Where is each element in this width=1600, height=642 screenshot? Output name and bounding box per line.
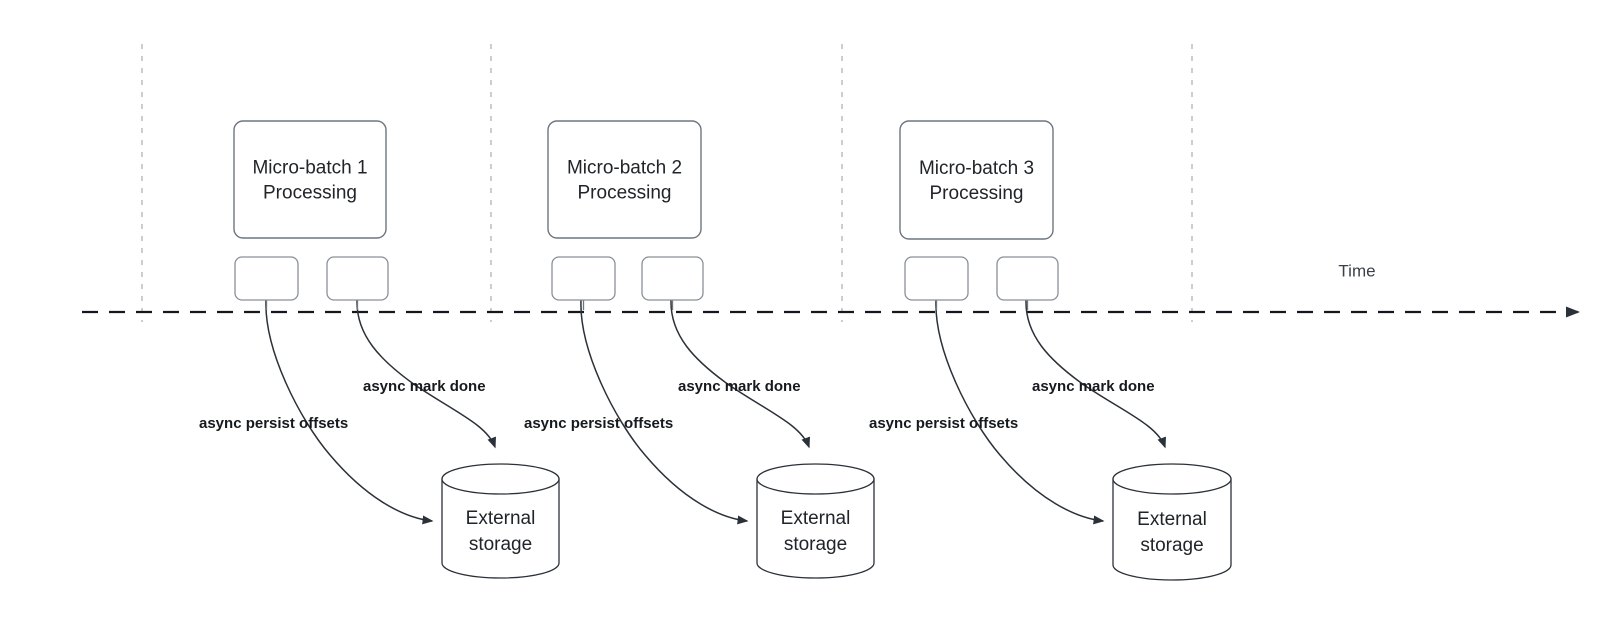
edge-label-2-2: async mark done	[678, 378, 801, 395]
flow-edge-1-2	[356, 299, 496, 449]
processing-box-1[interactable]	[233, 120, 387, 239]
edge-label-1-2: async mark done	[363, 378, 486, 395]
flow-edge-2-2	[670, 299, 810, 449]
processing-box-title-line2-2: Processing	[578, 183, 672, 204]
flow-edge-3-1	[935, 299, 1105, 525]
tick-box-3-2[interactable]	[996, 256, 1059, 301]
storage-label-line1-1: External	[466, 508, 536, 529]
timeline-axis-label: Time	[1338, 261, 1375, 280]
flow-edge-1-1	[265, 299, 434, 525]
storage-label-line2-1: storage	[469, 534, 532, 555]
flow-edge-2-1	[580, 299, 749, 525]
processing-box-title-line1-3: Micro-batch 3	[919, 158, 1034, 179]
storage-cylinder-body-2[interactable]	[756, 478, 875, 579]
storage-label-line1-2: External	[781, 508, 851, 529]
storage-cylinder-top-3	[1112, 463, 1232, 495]
flow-edge-3-2	[1025, 299, 1166, 449]
storage-label-line1-3: External	[1137, 509, 1207, 530]
storage-label-line2-2: storage	[784, 534, 847, 555]
edge-label-2-1: async persist offsets	[524, 415, 673, 432]
tick-box-1-2[interactable]	[326, 256, 389, 301]
storage-cylinder-body-1[interactable]	[441, 478, 560, 579]
edge-label-1-1: async persist offsets	[199, 415, 348, 432]
edge-label-3-2: async mark done	[1032, 378, 1155, 395]
storage-cylinder-body-3[interactable]	[1112, 478, 1232, 581]
tick-box-1-1[interactable]	[234, 256, 299, 301]
tick-box-3-1[interactable]	[904, 256, 969, 301]
processing-box-title-line2-1: Processing	[263, 183, 357, 204]
processing-box-title-line1-2: Micro-batch 2	[567, 158, 682, 179]
processing-box-2[interactable]	[547, 120, 702, 239]
timeline-tick-lines	[141, 44, 1193, 322]
tick-box-2-2[interactable]	[641, 256, 704, 301]
processing-box-title-line2-3: Processing	[930, 183, 1024, 204]
tick-box-2-1[interactable]	[551, 256, 616, 301]
edge-label-3-1: async persist offsets	[869, 415, 1018, 432]
storage-label-line2-3: storage	[1140, 535, 1203, 556]
storage-cylinder-top-2	[756, 463, 875, 495]
timeline-axis: Time	[82, 261, 1580, 318]
storage-cylinder-top-1	[441, 463, 560, 495]
processing-box-3[interactable]	[899, 120, 1054, 240]
processing-box-title-line1-1: Micro-batch 1	[252, 158, 367, 179]
